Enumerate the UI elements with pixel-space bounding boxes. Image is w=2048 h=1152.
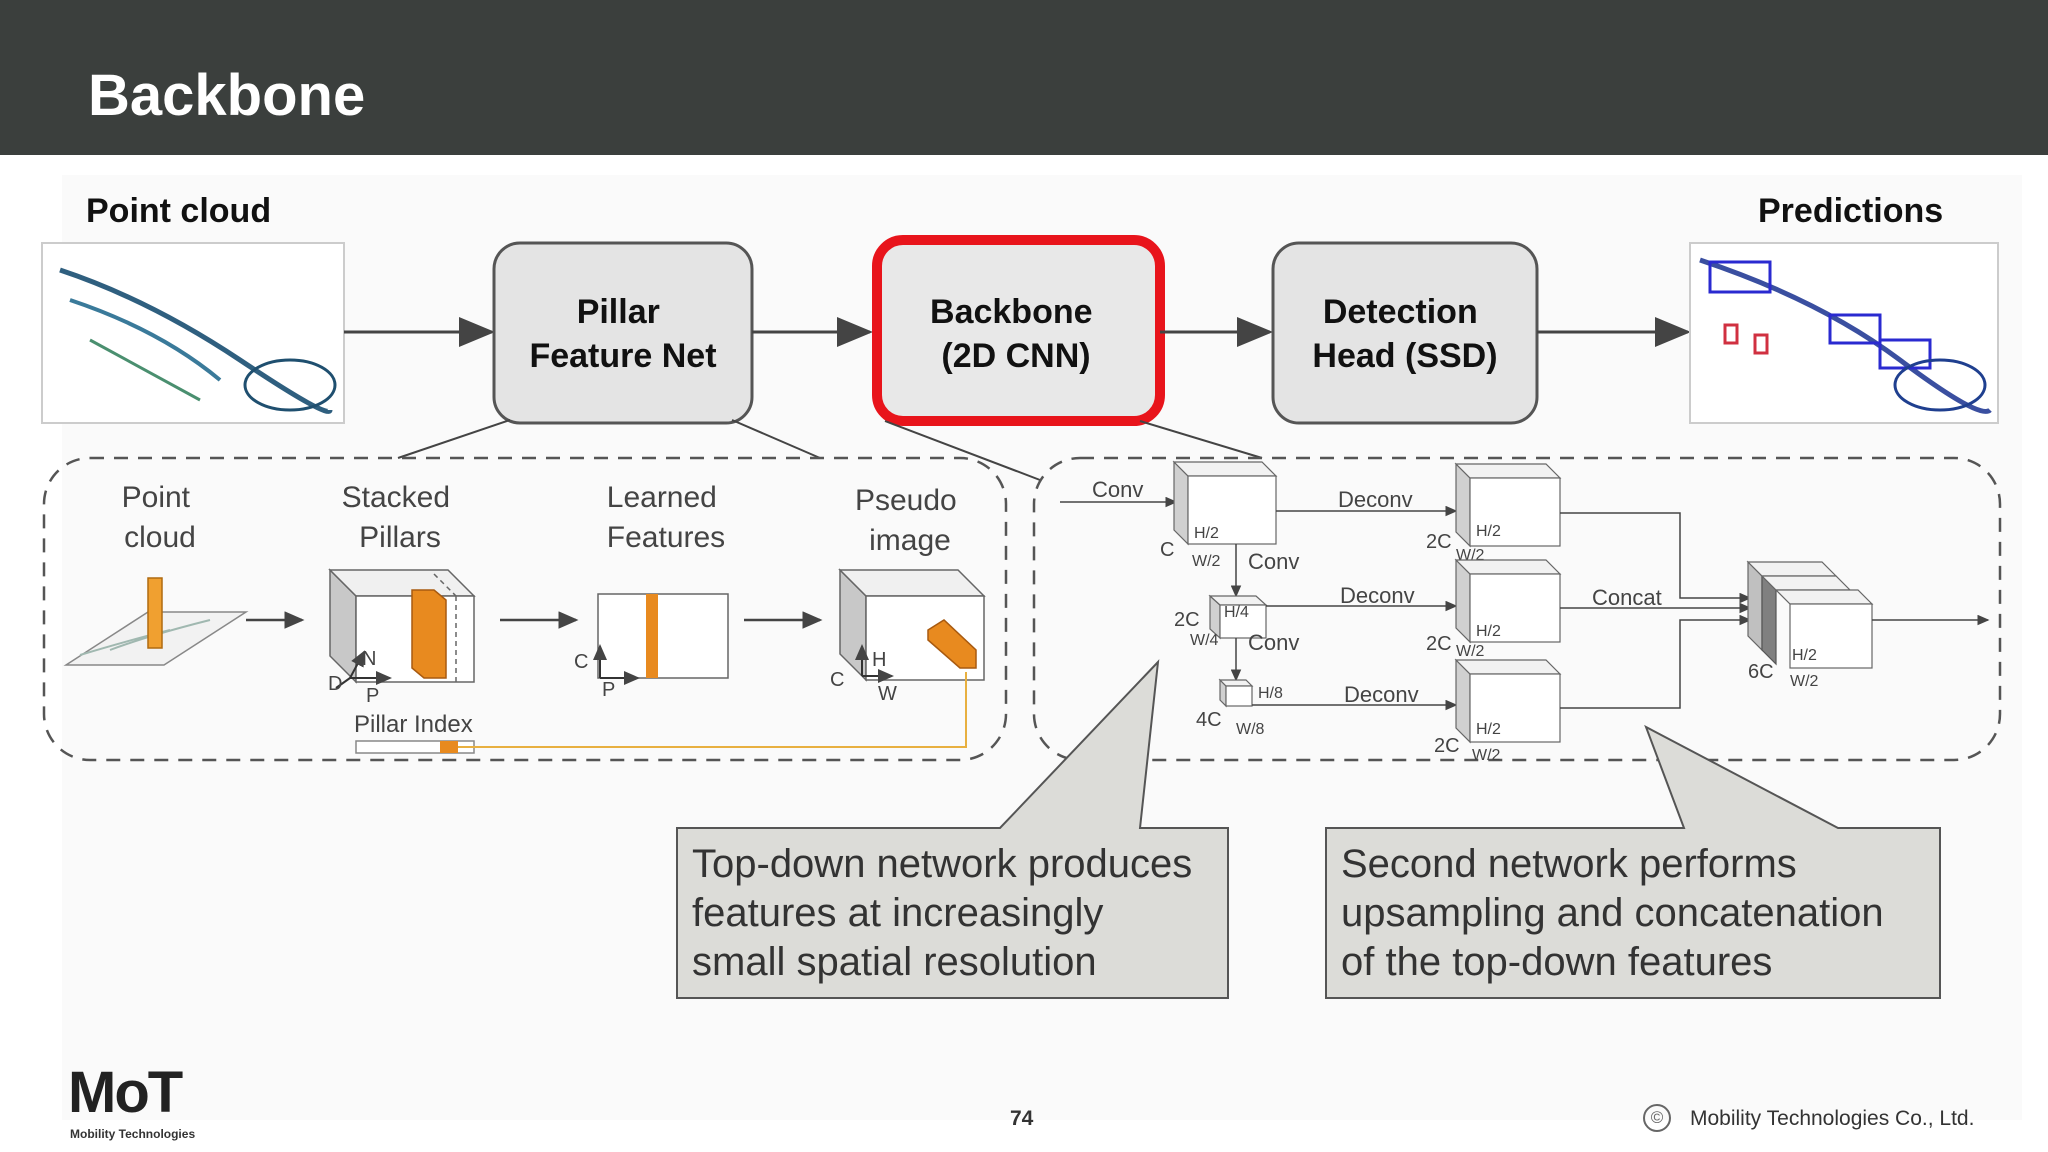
callout-right-text: Second network performs upsampling and c… [1341,840,1884,987]
svg-text:Pseudo image: Pseudo image [855,484,965,557]
concat-block [1746,560,1874,669]
backbone-box [875,240,1161,422]
axis-p-features: P [602,679,615,701]
pseudo-image-2: image [869,524,951,557]
predictions-thumbnail [1689,242,1999,424]
dim-4c-3: 4C [1196,709,1222,731]
conv-label-3: Conv [1248,630,1299,655]
dim-c-1: C [1160,539,1174,561]
callout-left-line3: small spatial resolution [692,940,1097,984]
axis-c-features: C [574,651,588,673]
svg-text:Backbone (2D CNN): Backbone (2D CNN) [930,293,1102,375]
dim-6c-concat: 6C [1748,661,1774,683]
callout-left-shape [676,659,1229,999]
deconv-label-1: Deconv [1338,487,1413,512]
detection-head-line2: Head (SSD) [1312,337,1497,375]
pseudo-image-1: Pseudo [855,484,957,517]
dim-2c-2: 2C [1174,609,1200,631]
pillar-feature-net-box [492,241,754,425]
deconv-block-1 [1454,462,1562,548]
dim-w2-1: W/2 [1192,553,1221,570]
point-cloud-thumbnail [41,242,345,424]
detail-point-cloud-2: cloud [124,521,196,554]
dim-h8-3: H/8 [1258,685,1283,702]
deconv-label-3: Deconv [1344,682,1419,707]
callout-right-line3: of the top-down features [1341,940,1773,984]
axis-p: P [366,685,379,707]
axis-w-pseudo: W [878,683,897,705]
dim-2c-d1: 2C [1426,531,1452,553]
deconv-block-2 [1454,558,1562,644]
pillar-detail-panel [42,456,1008,762]
backbone-detail-panel [1032,456,2002,762]
svg-text:MoT: MoT [68,1060,183,1125]
backbone-line2: (2D CNN) [941,337,1090,375]
svg-text:Detection Head (SSD): Detection Head (SSD) [1312,293,1497,375]
mot-logo: MoT [68,1060,185,1125]
concat-label: Concat [1592,585,1662,610]
dim-w2-concat: W/2 [1790,673,1819,690]
svg-text:Stacked Pillars: Stacked Pillars [342,481,459,554]
dim-w2-d2: W/2 [1456,643,1485,660]
dim-h2-1: H/2 [1194,525,1219,542]
output-label: Predictions [1758,192,1943,230]
callout-left-line2: features at increasingly [692,891,1104,935]
dim-w2-d3: W/2 [1472,747,1501,764]
conv-label-1: Conv [1092,477,1143,502]
pillar-feature-net-line2: Feature Net [529,337,716,375]
pillar-index-label: Pillar Index [354,711,473,738]
deconv-block-3 [1454,658,1562,744]
pillar-feature-net-line1: Pillar [577,293,660,331]
callout-right-line1: Second network performs [1341,842,1797,886]
dim-h2-d1: H/2 [1476,523,1501,540]
conv-block-2 [1208,594,1268,640]
dim-w8-3: W/8 [1236,721,1265,738]
svg-text:Learned Features: Learned Features [607,481,725,554]
page-number: 74 [1010,1107,1034,1130]
axis-d: D [328,673,342,695]
callout-right-line2: upsampling and concatenation [1341,891,1884,935]
detection-head-line1: Detection [1323,293,1478,331]
callout-left-line1: Top-down network produces [692,842,1193,886]
backbone-line1: Backbone [930,293,1093,331]
svg-text:Point cloud: Point cloud [122,481,199,554]
logo-company-name: Mobility Technologies [70,1127,196,1141]
stacked-pillars-cube [328,568,476,689]
axis-h-pseudo: H [872,649,886,671]
copyright-text: Mobility Technologies Co., Ltd. [1690,1107,1975,1130]
dim-h2-d2: H/2 [1476,623,1501,640]
learned-features-1: Learned [607,481,717,514]
learned-features-2: Features [607,521,725,554]
dim-h2-concat: H/2 [1792,647,1817,664]
dim-2c-d3: 2C [1434,735,1460,757]
copyright-icon: © [1643,1104,1671,1132]
pillar-index-bar [355,672,967,754]
input-label: Point cloud [86,192,271,230]
callout-left-text: Top-down network produces features at in… [692,840,1192,987]
detection-head-box [1271,241,1539,425]
conv-block-3 [1218,678,1254,708]
learned-features-plane [593,593,729,685]
slide-title: Backbone [88,63,366,128]
deconv-label-2: Deconv [1340,583,1415,608]
callout-right-shape [1325,724,1941,999]
stacked-pillars-2: Pillars [359,521,441,554]
detail-point-cloud-1: Point [122,481,191,514]
conv-block-1 [1172,460,1278,546]
axis-n: N [362,648,376,670]
axis-c-pseudo: C [830,669,844,691]
dim-h2-d3: H/2 [1476,721,1501,738]
dim-w4-2: W/4 [1190,632,1219,649]
dim-h4-2: H/4 [1224,604,1249,621]
ground-plane-pillar [63,577,249,666]
pseudo-image-cube [838,568,986,683]
title-bar [0,0,2048,155]
svg-text:Pillar Feature Net: Pillar Feature Net [529,293,716,375]
dim-2c-d2: 2C [1426,633,1452,655]
stacked-pillars-1: Stacked [342,481,450,514]
conv-label-2: Conv [1248,549,1299,574]
